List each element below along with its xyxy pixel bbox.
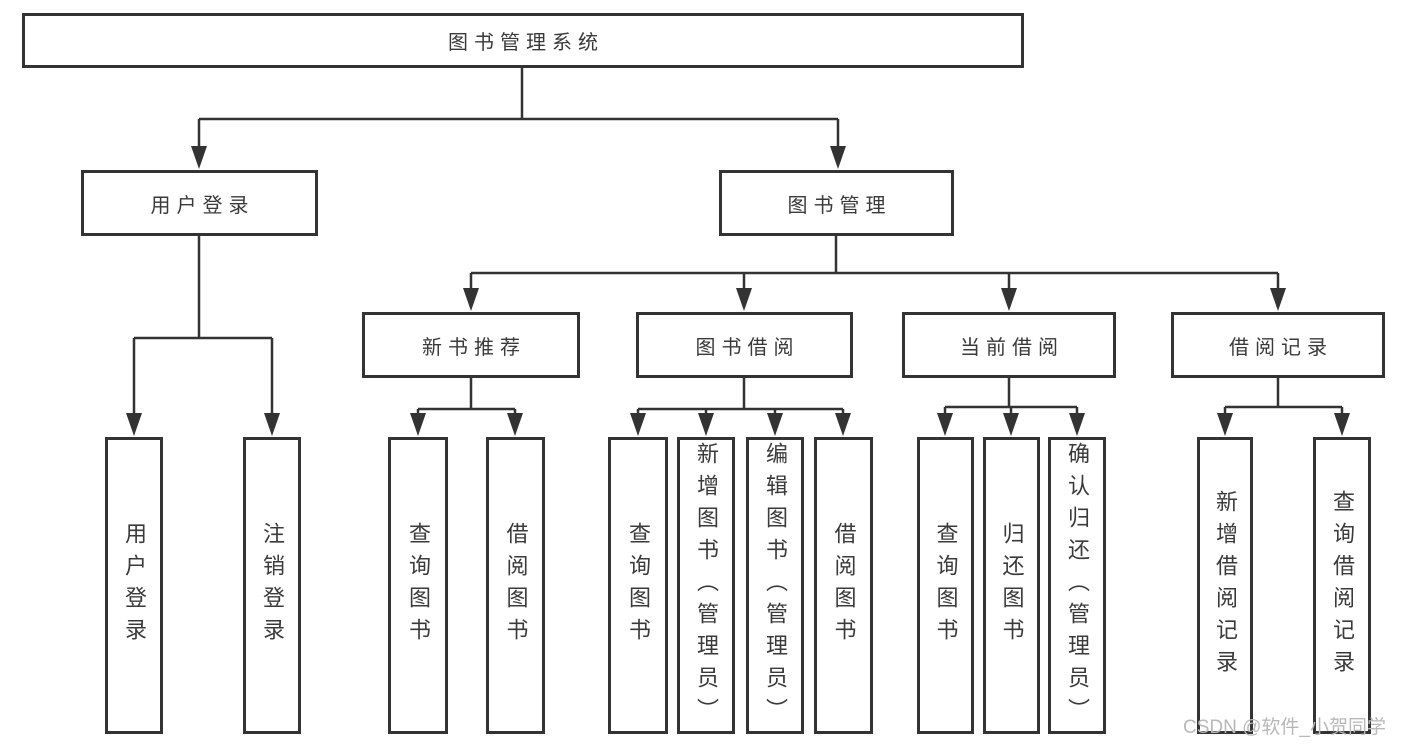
leaf-borrowing-edit-books-admin: 编辑图书（管理员） (746, 437, 804, 734)
leaf-records-query-record: 查询借阅记录 (1313, 437, 1371, 734)
watermark: CSDN @软件_小贺同学 (1183, 712, 1386, 739)
node-new-book-recommend: 新书推荐 (362, 312, 580, 378)
leaf-logout: 注销登录 (243, 437, 301, 734)
leaf-user-login-label: 用户登录 (122, 521, 147, 650)
node-new-book-recommend-label: 新书推荐 (422, 336, 526, 359)
leaf-borrowing-add-books-admin-label: 新增图书（管理员） (694, 441, 719, 730)
leaf-logout-label: 注销登录 (260, 521, 285, 650)
leaf-recommend-query-books: 查询图书 (388, 437, 448, 734)
leaf-current-query-books: 查询图书 (917, 437, 974, 734)
leaf-current-return-books-label: 归还图书 (999, 521, 1025, 650)
leaf-borrowing-borrow-books-label: 借阅图书 (831, 521, 857, 650)
leaf-recommend-query-books-label: 查询图书 (406, 521, 431, 650)
node-root: 图书管理系统 (22, 13, 1024, 68)
leaf-borrowing-query-books: 查询图书 (608, 437, 668, 734)
node-borrowing-records: 借阅记录 (1171, 312, 1385, 378)
leaf-records-add-record: 新增借阅记录 (1197, 437, 1253, 734)
leaf-current-query-books-label: 查询图书 (933, 521, 959, 650)
node-book-management: 图书管理 (719, 170, 954, 236)
node-user-login-label: 用户登录 (150, 194, 255, 217)
leaf-current-return-books: 归还图书 (983, 437, 1040, 734)
leaf-recommend-borrow-books: 借阅图书 (486, 437, 545, 734)
leaf-borrowing-add-books-admin: 新增图书（管理员） (677, 437, 735, 734)
leaf-borrowing-edit-books-admin-label: 编辑图书（管理员） (763, 441, 788, 730)
leaf-current-confirm-return-admin-label: 确认归还（管理员） (1065, 441, 1090, 730)
node-borrowing-records-label: 借阅记录 (1229, 336, 1333, 359)
leaf-user-login: 用户登录 (105, 437, 163, 734)
leaf-records-add-record-label: 新增借阅记录 (1213, 489, 1238, 682)
node-user-login: 用户登录 (81, 170, 318, 236)
leaf-recommend-borrow-books-label: 借阅图书 (503, 521, 529, 650)
leaf-current-confirm-return-admin: 确认归还（管理员） (1048, 437, 1106, 734)
leaf-records-query-record-label: 查询借阅记录 (1330, 489, 1355, 682)
node-root-label: 图书管理系统 (448, 32, 604, 54)
leaf-borrowing-borrow-books: 借阅图书 (814, 437, 873, 734)
node-current-borrowing: 当前借阅 (902, 312, 1116, 378)
node-current-borrowing-label: 当前借阅 (960, 336, 1064, 359)
node-book-borrowing: 图书借阅 (636, 312, 853, 378)
leaf-borrowing-query-books-label: 查询图书 (626, 521, 651, 650)
watermark-text: CSDN @软件_小贺同学 (1183, 717, 1386, 738)
arrowhead-group (126, 146, 1350, 436)
node-book-borrowing-label: 图书借阅 (695, 336, 800, 359)
node-book-management-label: 图书管理 (787, 194, 892, 217)
